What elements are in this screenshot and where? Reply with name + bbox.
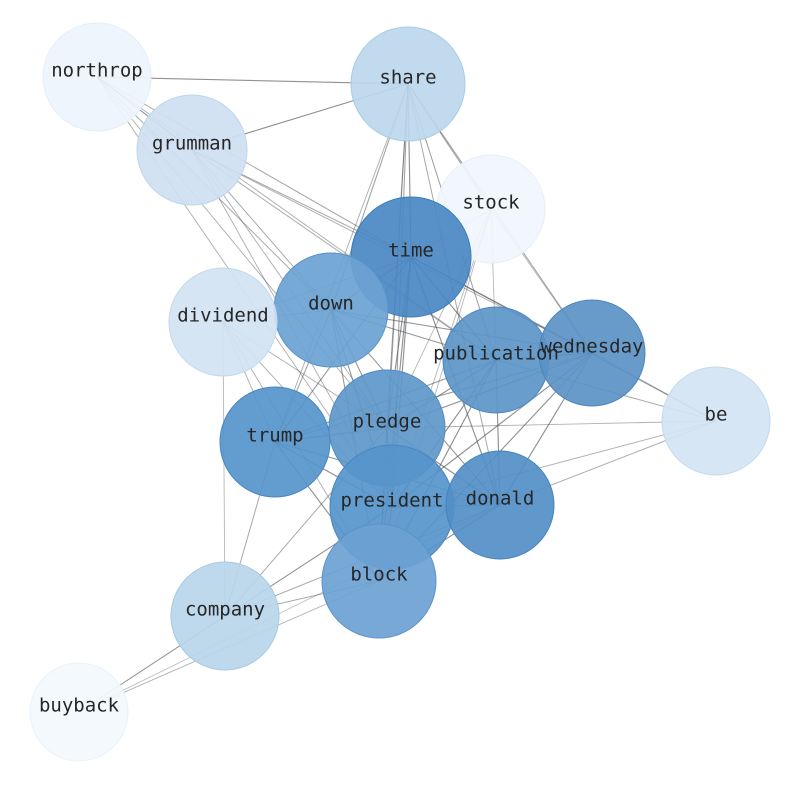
node-label-company: company xyxy=(185,599,265,621)
node-label-grumman: grumman xyxy=(152,133,232,155)
node-trump[interactable] xyxy=(219,386,331,498)
node-donald[interactable] xyxy=(445,450,555,560)
node-label-share: share xyxy=(379,67,436,89)
node-label-trump: trump xyxy=(246,425,303,447)
node-label-publication: publication xyxy=(433,343,559,365)
node-label-stock: stock xyxy=(462,192,520,214)
node-label-dividend: dividend xyxy=(177,305,269,327)
node-company[interactable] xyxy=(170,561,280,671)
node-label-time: time xyxy=(388,240,434,262)
node-label-buyback: buyback xyxy=(39,695,120,717)
node-dividend[interactable] xyxy=(168,267,278,377)
node-label-northrop: northrop xyxy=(51,60,143,82)
node-northrop[interactable] xyxy=(42,22,152,132)
node-label-donald: donald xyxy=(466,488,535,510)
labels-layer: northrop share grumman stock time down dividen… xyxy=(39,60,727,717)
node-label-block: block xyxy=(350,564,408,586)
node-share[interactable] xyxy=(350,26,466,142)
node-be[interactable] xyxy=(661,366,771,476)
node-label-president: president xyxy=(341,490,444,512)
node-block[interactable] xyxy=(321,523,437,639)
node-label-wednesday: wednesday xyxy=(541,336,644,358)
nodes-layer xyxy=(29,22,771,762)
node-label-down: down xyxy=(308,293,354,315)
node-grumman[interactable] xyxy=(136,94,248,206)
node-label-pledge: pledge xyxy=(353,411,422,433)
node-label-be: be xyxy=(705,404,728,426)
node-wednesday[interactable] xyxy=(538,299,646,407)
node-buyback[interactable] xyxy=(29,662,129,762)
